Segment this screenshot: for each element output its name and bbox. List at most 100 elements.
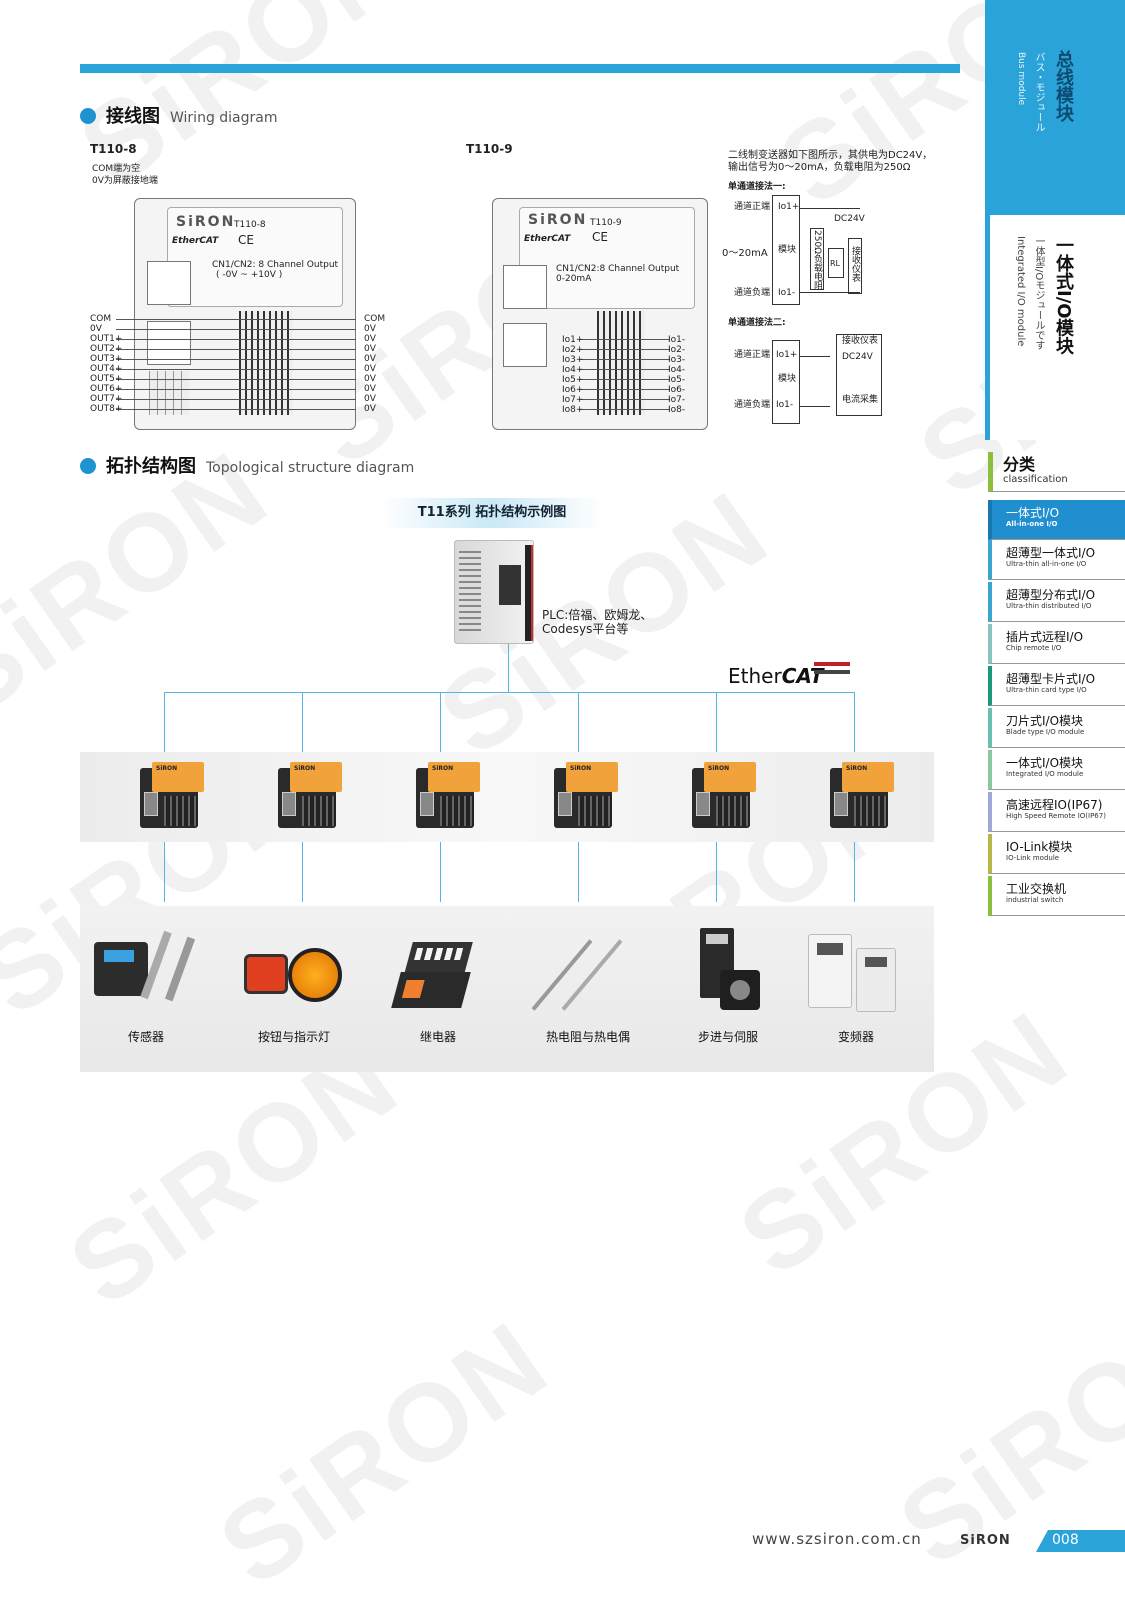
sidebar-item-ultra-thin-all-in-one[interactable]: 超薄型一体式I/O Ultra-thin all-in-one I/O <box>988 540 1125 580</box>
bullet-icon <box>80 458 96 474</box>
plc-vents <box>459 551 481 631</box>
t1108-model-label: T110-8 <box>90 142 137 156</box>
page-number-tab <box>1036 1530 1125 1552</box>
sidebar-item-sublabel: All-in-one I/O <box>1006 520 1058 528</box>
terminal-label: Io6- <box>668 385 686 395</box>
bus-line <box>716 692 717 752</box>
meter-label: 接收仪表 <box>842 336 879 346</box>
neg-terminal-label: 通道负端 <box>734 400 771 410</box>
ethercat-logo: EtherCAT <box>524 234 571 244</box>
sidebar-item-label: 刀片式I/O模块 <box>1006 714 1084 728</box>
sidebar-item-label: IO-Link模块 <box>1006 840 1073 854</box>
wiring-title-en: Wiring diagram <box>170 110 278 126</box>
sensor-image <box>94 942 148 996</box>
ethernet-port-in <box>503 265 547 309</box>
module-label: 模块 <box>778 245 797 255</box>
indicator-light-image <box>288 948 342 1002</box>
device-label-inverter: 变频器 <box>837 1030 874 1044</box>
io-minus-label: Io1- <box>778 288 796 298</box>
meter-box <box>836 334 882 416</box>
device-band <box>80 906 934 1072</box>
module-brand: SiRON <box>570 765 592 772</box>
rl-label: RL <box>830 259 841 268</box>
current-collect-label: 电流采集 <box>842 395 879 405</box>
terminal-label: 0V <box>364 364 376 374</box>
sidebar-item-io-link[interactable]: IO-Link模块 IO-Link module <box>988 834 1125 874</box>
bus-line <box>508 644 509 692</box>
meter-box <box>848 238 862 294</box>
terminal-label: Io1+ <box>562 335 584 345</box>
bus-line <box>578 692 579 752</box>
load-resistor <box>810 228 824 290</box>
sidebar-item-label: 超薄型分布式I/O <box>1006 588 1096 602</box>
sidebar-item-ultra-thin-card[interactable]: 超薄型卡片式I/O Ultra-thin card type I/O <box>988 666 1125 706</box>
t1108-note: COM端为空 <box>92 164 141 174</box>
ethercat-prefix: Ether <box>728 664 782 688</box>
t1108-right-labels: COM 0V 0V 0V 0V 0V 0V 0V 0V 0V <box>364 314 385 414</box>
bus-line <box>164 692 165 752</box>
topology-banner: T11系列 拓扑结构示例图 <box>382 498 602 528</box>
plc-label: PLC:倍福、欧姆龙、 <box>542 608 653 622</box>
sidebar-item-industrial-switch[interactable]: 工业交换机 industrial switch <box>988 876 1125 916</box>
terminal-label: Io5- <box>668 375 686 385</box>
terminal-label: OUT1+ <box>90 334 123 344</box>
bus-line <box>302 842 303 902</box>
bus-line <box>164 692 854 693</box>
two-wire-intro: 二线制变送器如下图所示，其供电为DC24V， <box>728 150 933 161</box>
terminal-label: Io8+ <box>562 405 584 415</box>
sidebar-white-panel <box>990 215 1125 440</box>
io-module: SiRON <box>686 762 756 832</box>
sidebar-mid-title: 一体式I/O模块 <box>1053 236 1074 355</box>
ethernet-port-out <box>503 323 547 367</box>
t1109-right-labels: Io1- Io2- Io3- Io4- Io5- Io6- Io7- Io8- <box>668 335 685 415</box>
io-module: SiRON <box>410 762 480 832</box>
sidebar-item-sublabel: High Speed Remote IO(IP67) <box>1006 812 1106 820</box>
sidebar-mid-en: Integrated I/O module <box>1015 236 1026 347</box>
terminal-label: Io5+ <box>562 375 584 385</box>
neg-terminal-label: 通道负端 <box>734 288 771 298</box>
sidebar-item-blade-type[interactable]: 刀片式I/O模块 Blade type I/O module <box>988 708 1125 748</box>
terminal-label: 0V <box>364 324 376 334</box>
load-resistor-label: 250Ω负载电阻 <box>812 230 822 291</box>
bus-line <box>854 692 855 752</box>
sidebar-item-sublabel: Ultra-thin card type I/O <box>1006 686 1087 694</box>
sidebar-item-label: 超薄型卡片式I/O <box>1006 672 1096 686</box>
module-brand: SiRON <box>708 765 730 772</box>
io-module: SiRON <box>134 762 204 832</box>
sidebar-item-integrated-io[interactable]: 一体式I/O模块 Integrated I/O module <box>988 750 1125 790</box>
ethercat-logo: EtherCAT <box>172 236 219 246</box>
watermark: SiRON <box>198 1297 571 1600</box>
sidebar-item-high-speed-remote[interactable]: 高速远程IO(IP67) High Speed Remote IO(IP67) <box>988 792 1125 832</box>
ethercat-arrow-icon <box>814 670 850 674</box>
wire <box>800 406 830 407</box>
module-brand: SiRON <box>846 765 868 772</box>
sidebar-item-sublabel: Ultra-thin all-in-one I/O <box>1006 560 1087 568</box>
module-brand: SiRON <box>432 765 454 772</box>
terminal-label: Io4+ <box>562 365 584 375</box>
inverter-image <box>856 948 896 1012</box>
sidebar-item-ultra-thin-distributed[interactable]: 超薄型分布式I/O Ultra-thin distributed I/O <box>988 582 1125 622</box>
rl-box <box>828 248 844 278</box>
ce-mark: CE <box>238 233 254 247</box>
terminal-label: 0V <box>364 394 376 404</box>
sidebar-classification: 分类 classification <box>988 452 1125 492</box>
brand-logo: SiRON <box>528 212 588 228</box>
terminal-label: OUT5+ <box>90 374 123 384</box>
sidebar-item-label: 高速远程IO(IP67) <box>1006 798 1103 812</box>
classification-en: classification <box>1003 474 1068 485</box>
terminal-label: Io2+ <box>562 345 584 355</box>
device-label-thermo: 热电阻与热电偶 <box>545 1030 630 1044</box>
plc-label: Codesys平台等 <box>542 622 629 636</box>
topology-title-en: Topological structure diagram <box>206 460 415 476</box>
sidebar-item-all-in-one[interactable]: 一体式I/O All-in-one I/O <box>988 500 1125 540</box>
terminal-label: Io2- <box>668 345 686 355</box>
t1108-left-labels: COM 0V OUT1+ OUT2+ OUT3+ OUT4+ OUT5+ OUT… <box>90 314 122 414</box>
terminal-label: COM <box>90 314 112 324</box>
dc24v-label: DC24V <box>842 352 873 362</box>
footer-url[interactable]: www.szsiron.com.cn <box>752 1530 922 1548</box>
sidebar-item-chip-remote[interactable]: 插片式远程I/O Chip remote I/O <box>988 624 1125 664</box>
terminal-label: 0V <box>364 384 376 394</box>
t1108-wire-lines <box>116 319 356 419</box>
t1108-note: 0V为屏蔽接地端 <box>92 176 158 186</box>
wire <box>800 208 860 209</box>
